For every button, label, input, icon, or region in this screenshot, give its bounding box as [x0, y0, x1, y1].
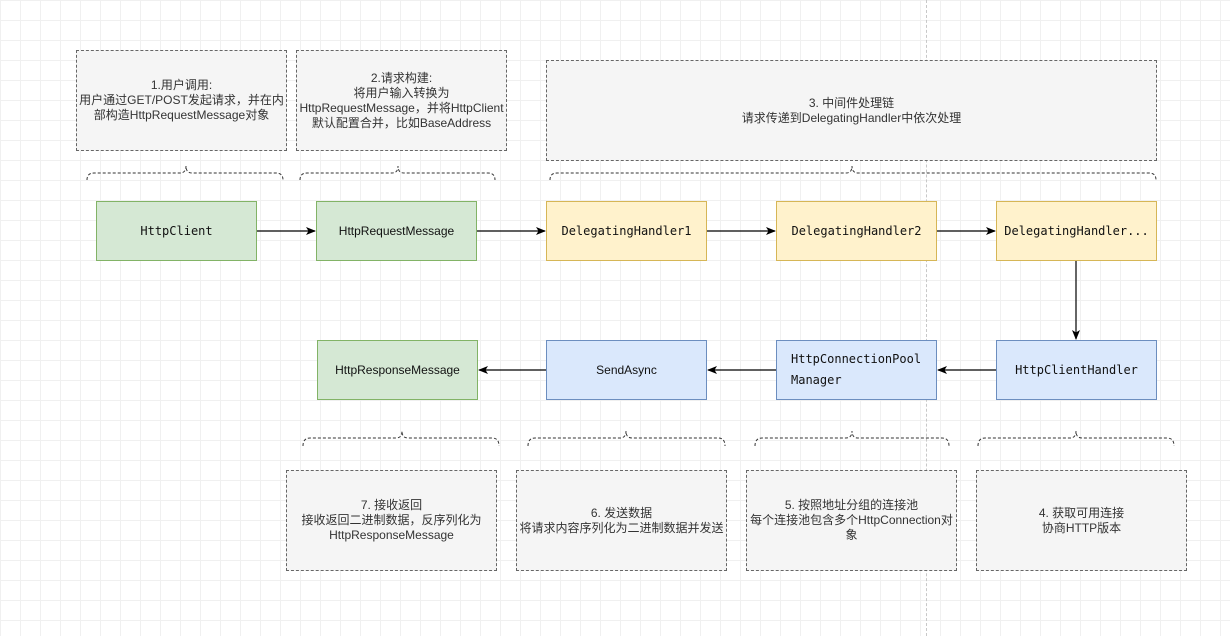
note-send-data: 6. 发送数据 将请求内容序列化为二进制数据并发送 [516, 470, 727, 571]
node-http-request-message-label: HttpRequestMessage [338, 224, 455, 238]
node-connection-pool-manager-line1: HttpConnectionPool [791, 352, 922, 366]
brace-request-build [299, 165, 496, 181]
node-http-client-handler[interactable]: HttpClientHandler [996, 340, 1157, 400]
node-delegating-handler-2-label: DelegatingHandler2 [791, 224, 922, 238]
node-delegating-handler-1[interactable]: DelegatingHandler1 [546, 201, 707, 261]
node-send-async-label: SendAsync [596, 363, 657, 377]
node-connection-pool-manager-line2: Manager [791, 373, 842, 387]
node-http-request-message[interactable]: HttpRequestMessage [316, 201, 477, 261]
brace-middleware [549, 165, 1157, 181]
note-user-call: 1.用户调用: 用户通过GET/POST发起请求，并在内部构造HttpReque… [76, 50, 287, 151]
node-delegating-handler-n-label: DelegatingHandler... [1004, 224, 1149, 238]
note-get-connection: 4. 获取可用连接 协商HTTP版本 [976, 470, 1187, 571]
note-connection-pool: 5. 按照地址分组的连接池 每个连接池包含多个HttpConnection对象 [746, 470, 957, 571]
brace-get-connection [977, 430, 1175, 447]
note-middleware-chain: 3. 中间件处理链 请求传递到DelegatingHandler中依次处理 [546, 60, 1157, 161]
node-delegating-handler-2[interactable]: DelegatingHandler2 [776, 201, 937, 261]
node-http-response-message[interactable]: HttpResponseMessage [317, 340, 478, 400]
node-connection-pool-manager[interactable]: HttpConnectionPool Manager [776, 340, 937, 400]
node-send-async[interactable]: SendAsync [546, 340, 707, 400]
brace-receive-response [302, 430, 500, 447]
node-http-client[interactable]: HttpClient [96, 201, 257, 261]
brace-send-data [527, 430, 726, 447]
node-delegating-handler-1-label: DelegatingHandler1 [561, 224, 692, 238]
brace-connection-pool [754, 430, 950, 447]
brace-user-call [86, 165, 284, 181]
node-delegating-handler-n[interactable]: DelegatingHandler... [996, 201, 1157, 261]
node-http-client-handler-label: HttpClientHandler [1015, 363, 1138, 377]
note-receive-response: 7. 接收返回 接收返回二进制数据，反序列化为HttpResponseMessa… [286, 470, 497, 571]
page-guide-line [926, 0, 927, 636]
node-http-client-label: HttpClient [140, 224, 213, 238]
note-request-build: 2.请求构建: 将用户输入转换为HttpRequestMessage，并将Htt… [296, 50, 507, 151]
node-http-response-message-label: HttpResponseMessage [335, 363, 460, 377]
